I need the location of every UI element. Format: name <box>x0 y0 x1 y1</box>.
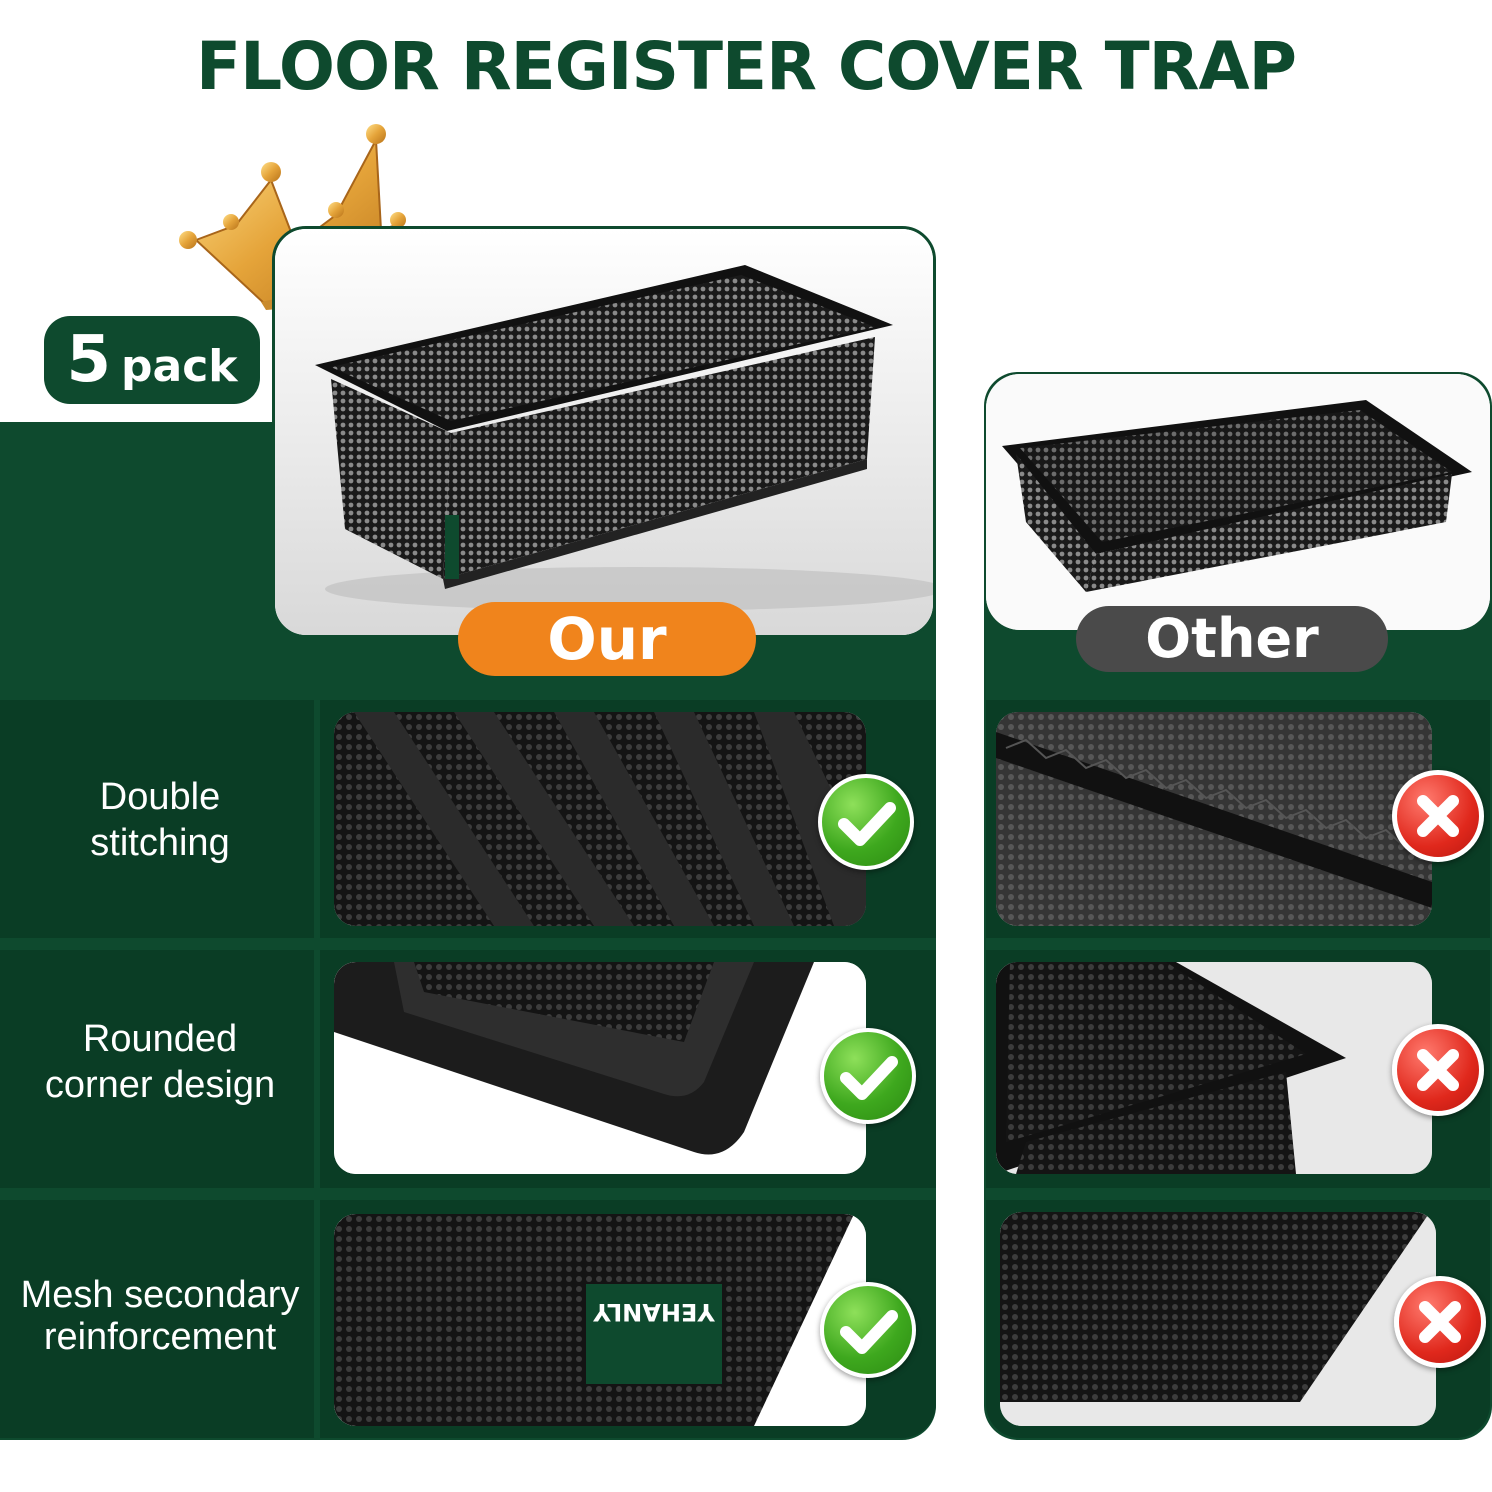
check-icon <box>818 774 914 870</box>
column-divider <box>314 700 320 1438</box>
other-product-image <box>986 374 1490 630</box>
feature-label-rounded-corner: Rounded corner design <box>44 1018 276 1106</box>
feature-label-double-stitching: Double stitching <box>90 776 230 864</box>
brand-tag: YEHANLY <box>593 1298 716 1326</box>
check-icon <box>820 1282 916 1378</box>
our-rounded-corner-photo <box>334 962 866 1174</box>
other-mesh-photo <box>1000 1212 1436 1426</box>
our-stitching-photo <box>334 712 866 926</box>
cross-icon <box>1394 1276 1486 1368</box>
our-mesh-reinforcement-photo: YEHANLY <box>334 1214 866 1426</box>
feature-label-mesh-reinforcement: Mesh secondary reinforcement <box>20 1274 300 1358</box>
pack-word: pack <box>121 341 238 392</box>
our-product-image <box>275 229 933 635</box>
cross-icon <box>1392 1024 1484 1116</box>
pack-badge: 5 pack <box>44 316 260 404</box>
cross-icon <box>1392 770 1484 862</box>
page-title: FLOOR REGISTER COVER TRAP <box>196 28 1297 105</box>
other-corner-photo <box>996 962 1432 1174</box>
our-label: Our <box>458 602 756 676</box>
other-label: Other <box>1076 606 1388 672</box>
pack-number: 5 <box>66 323 111 397</box>
other-stitching-photo <box>996 712 1432 926</box>
other-product-card <box>986 374 1490 630</box>
check-icon <box>820 1028 916 1124</box>
our-product-card <box>272 226 936 638</box>
